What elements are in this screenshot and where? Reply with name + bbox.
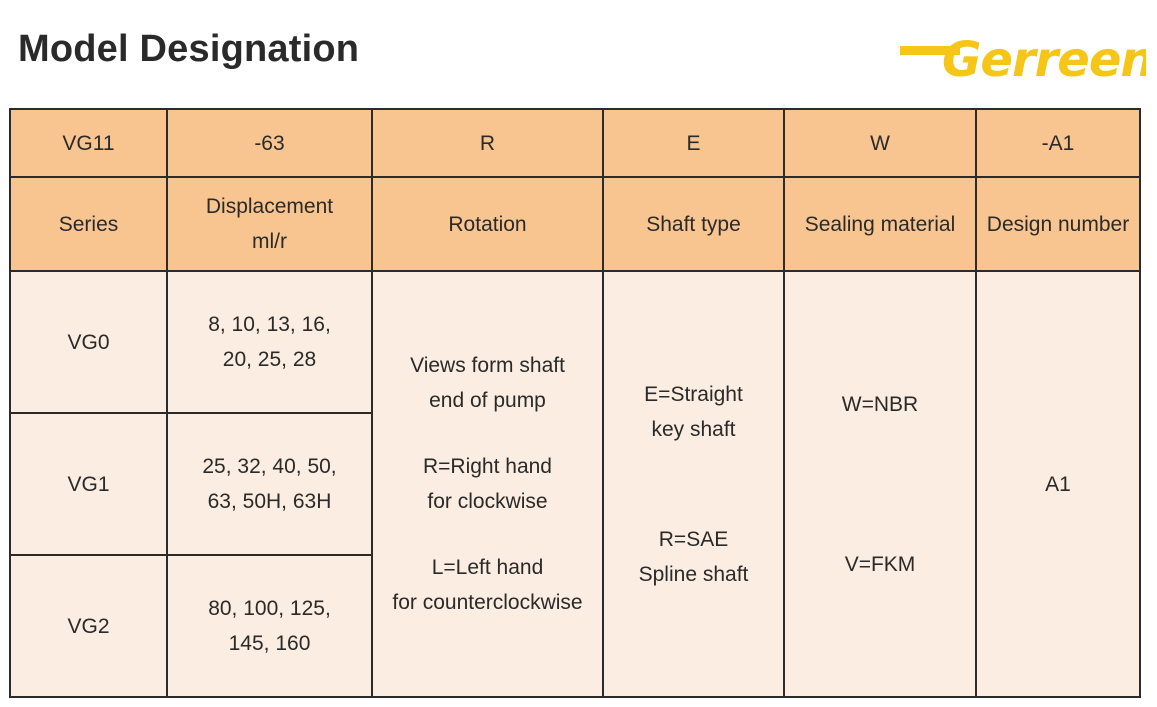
code-series: VG11	[9, 108, 168, 178]
code-sealing-material: W	[783, 108, 977, 178]
code-shaft-type: E	[602, 108, 785, 178]
displacement-cell: 25, 32, 40, 50, 63, 50H, 63H	[166, 412, 373, 556]
displacement-values-line1: 25, 32, 40, 50,	[202, 455, 337, 478]
label-design-number: Design number	[975, 176, 1141, 272]
table-row: VG1 25, 32, 40, 50, 63, 50H, 63H	[9, 412, 1140, 556]
code-row: VG11 -63 R E W -A1	[9, 108, 1141, 178]
rotation-left-line1: L=Left hand	[431, 556, 544, 579]
label-displacement-name: Displacement	[205, 195, 334, 218]
code-displacement: -63	[166, 108, 373, 178]
logo-wordmark: Gerreen	[942, 32, 1146, 84]
displacement-values-line2: 145, 160	[228, 632, 311, 655]
label-shaft-type: Shaft type	[602, 176, 785, 272]
brand-logo: Gerreen	[900, 32, 1146, 84]
rotation-view-line1: Views form shaft	[410, 354, 565, 377]
sealing-fkm: V=FKM	[844, 552, 916, 576]
sealing-material-cell: W=NBR V=FKM	[783, 270, 977, 698]
series-cell: VG0	[9, 270, 168, 414]
rotation-left-line2: for counterclockwise	[392, 591, 583, 614]
displacement-cell: 8, 10, 13, 16, 20, 25, 28	[166, 270, 373, 414]
displacement-values-line1: 80, 100, 125,	[208, 597, 331, 620]
rotation-view-line2: end of pump	[429, 389, 546, 412]
code-design-number: -A1	[975, 108, 1141, 178]
label-displacement-unit: ml/r	[252, 230, 287, 253]
shaft-type-cell: E=Straight key shaft R=SAE Spline shaft	[602, 270, 785, 698]
shaft-straight-line1: E=Straight	[644, 382, 743, 406]
sealing-nbr: W=NBR	[841, 392, 919, 416]
displacement-values-line2: 20, 25, 28	[222, 348, 317, 371]
rotation-right-line1: R=Right hand	[422, 455, 552, 478]
displacement-cell: 80, 100, 125, 145, 160	[166, 554, 373, 698]
label-displacement: Displacement ml/r	[166, 176, 373, 272]
code-rotation: R	[371, 108, 604, 178]
label-row: Series Displacement ml/r Rotation Shaft …	[9, 176, 1141, 272]
page-title: Model Designation	[18, 28, 360, 70]
table-row: VG2 80, 100, 125, 145, 160	[9, 554, 1140, 698]
label-rotation: Rotation	[371, 176, 604, 272]
series-cell: VG1	[9, 412, 168, 556]
model-designation-table: VG11 -63 R E W -A1 Series Displacement m…	[9, 108, 1141, 698]
displacement-values-line2: 63, 50H, 63H	[207, 490, 332, 513]
table-row: VG0 8, 10, 13, 16, 20, 25, 28 Views form…	[9, 270, 1141, 698]
displacement-values-line1: 8, 10, 13, 16,	[208, 313, 331, 336]
label-sealing-material: Sealing material	[783, 176, 977, 272]
shaft-sae-line2: Spline shaft	[638, 562, 749, 586]
label-series: Series	[9, 176, 168, 272]
rotation-cell: Views form shaft end of pump R=Right han…	[371, 270, 604, 698]
design-number-cell: A1	[975, 270, 1141, 698]
shaft-straight-line2: key shaft	[651, 417, 736, 441]
rotation-right-line2: for clockwise	[427, 490, 548, 513]
shaft-sae-line1: R=SAE	[658, 527, 729, 551]
series-cell: VG2	[9, 554, 168, 698]
